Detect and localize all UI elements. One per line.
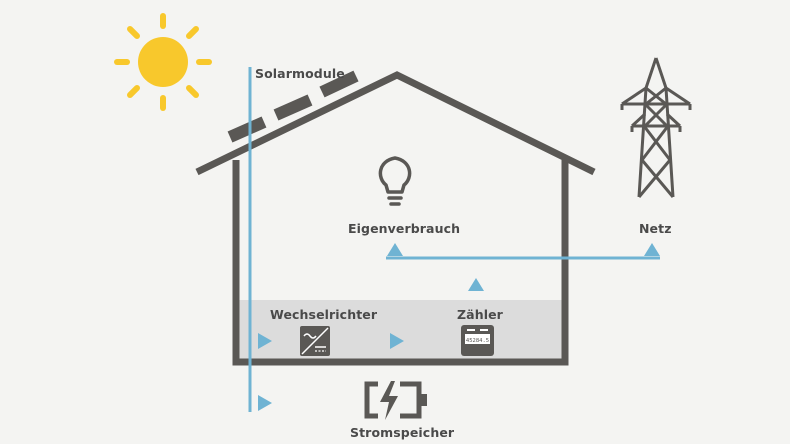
- arrow-to-inverter: [258, 333, 272, 349]
- lightbulb-icon: [378, 156, 412, 206]
- consumption-label: Eigenverbrauch: [348, 221, 461, 236]
- solar-panel: [319, 70, 359, 98]
- sun-icon: [114, 13, 212, 111]
- arrow-to-meter: [390, 333, 404, 349]
- arrow-up-grid: [644, 243, 660, 256]
- arrow-up-meter: [468, 278, 484, 291]
- energy-flow-lines: [248, 67, 660, 412]
- meter-icon: 45284.5: [461, 325, 494, 356]
- battery-icon: [364, 381, 427, 420]
- house-outline: [195, 71, 596, 366]
- inverter-label: Wechselrichter: [270, 307, 378, 322]
- solar-panels: [227, 70, 359, 143]
- grid-label: Netz: [639, 221, 672, 236]
- arrow-up-consumption: [387, 243, 403, 256]
- flow-arrows: [258, 243, 660, 411]
- inverter-icon: [300, 326, 330, 356]
- arrow-to-storage: [258, 395, 272, 411]
- basement-area: [236, 300, 565, 361]
- storage-label: Stromspeicher: [350, 425, 455, 440]
- meter-label: Zähler: [457, 307, 503, 322]
- solar-modules-label: Solarmodule: [255, 66, 345, 81]
- power-pylon-icon: [620, 57, 692, 198]
- meter-display-text: 45284.5: [466, 338, 489, 344]
- solar-panel: [227, 116, 267, 143]
- solar-panel: [273, 94, 313, 121]
